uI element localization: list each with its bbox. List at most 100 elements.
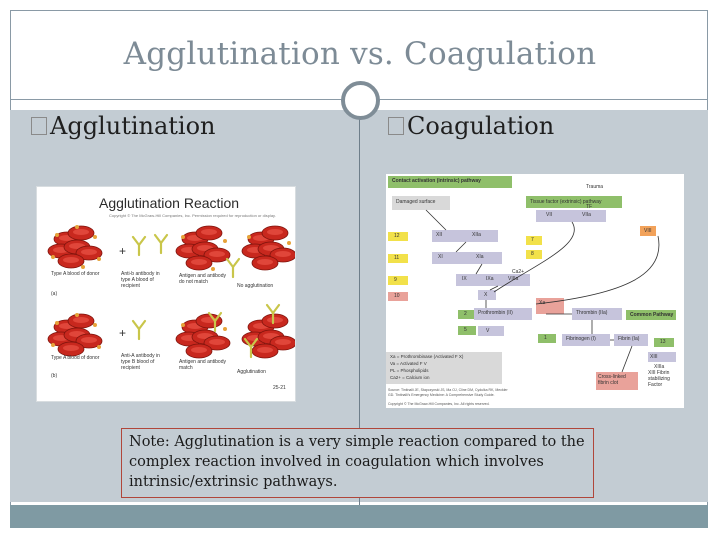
missing-glyph-bullet-icon — [388, 117, 404, 135]
figure-number: 25-21 — [273, 385, 286, 391]
factor-viia: VIIa — [582, 212, 591, 218]
source-citation: Source: Tintinalli JE, Stapczynski JS, M… — [388, 388, 508, 397]
row-b-cells-label: Type A blood of donor — [51, 355, 100, 361]
factor-x: X — [484, 292, 488, 298]
legend-box — [386, 352, 502, 384]
factor-13-box — [654, 338, 674, 347]
row-b-complex-label: Antigen and antibody match — [179, 359, 226, 371]
factor-xii: XII — [436, 232, 443, 238]
fibrinogen-label: Fibrinogen (I) — [566, 336, 596, 342]
factor-ca: Ca2+ — [512, 269, 525, 275]
xiii-stabilizing-label: XIII Fibrin stabilizing Factor — [648, 370, 670, 388]
row-a-result-label: No agglutination — [237, 283, 274, 289]
row-a-result-cells — [241, 225, 295, 271]
factor-tf: TF — [586, 204, 593, 210]
coagulation-cascade-figure: Contact activation (intrinsic) pathway T… — [386, 174, 684, 408]
row-a-cells-label: Type A blood of donor — [51, 271, 100, 277]
factor-xiii-box — [648, 352, 676, 362]
row-b-antibody-icon — [131, 319, 147, 341]
agglutination-figure-credit: Copyright © The McGraw-Hill Companies, I… — [109, 213, 276, 218]
factor-xa: Xa — [539, 300, 546, 306]
intrinsic-pathway-header-text: Contact activation (intrinsic) pathway — [392, 178, 481, 184]
row-b-antibody-label: Anti-A antibody in type B blood of recip… — [121, 353, 160, 371]
right-heading-text: Coagulation — [407, 112, 555, 140]
factor-8-box — [526, 250, 542, 259]
factor-2-box — [458, 310, 476, 319]
factor-7-label: 7 — [531, 237, 534, 243]
trauma-label: Trauma — [586, 184, 604, 190]
thrombin-box — [572, 308, 622, 320]
factor-13-label: 13 — [660, 339, 666, 345]
extrinsic-pathway-header — [526, 196, 622, 208]
row-b-result-label: Agglutination — [237, 369, 266, 375]
factor-xi: XI — [438, 254, 443, 260]
extrinsic-pathway-header-text: Tissue factor (extrinsic) pathway — [530, 199, 602, 205]
factor-ix: IX — [462, 276, 467, 282]
copyright: Copyright © The McGraw-Hill Companies, I… — [388, 402, 490, 406]
factor-v: V — [486, 328, 490, 334]
row-a-complex-label: Antigen and antibody do not match — [179, 273, 226, 285]
damaged-surface-text: Damaged surface — [396, 199, 436, 205]
prothrombin-label: Prothrombin (II) — [478, 310, 513, 316]
legend-line-1: Xa = Prothrombinase (Activated F X) — [390, 354, 464, 359]
factor-v-box — [478, 326, 504, 336]
factor-12-label: 12 — [394, 233, 400, 239]
factor-ixa: IXa — [486, 276, 494, 282]
factor-xiiia: XIIIa — [654, 364, 665, 370]
crosslinked-label: Cross-linked fibrin clot — [598, 374, 626, 386]
factor-12-box — [388, 232, 408, 241]
factor-5-label: 5 — [464, 327, 467, 333]
left-heading-text: Agglutination — [50, 112, 216, 140]
legend-line-2: Va = Activated F V — [390, 361, 427, 366]
factor-1-box — [538, 334, 556, 343]
prothrombin-box — [474, 308, 532, 320]
factor-xiia: XIIa — [472, 232, 481, 238]
factor-1-label: 1 — [544, 335, 547, 341]
factor-9-box — [388, 276, 408, 285]
factor-x-box — [478, 290, 496, 300]
factor-11-label: 11 — [394, 255, 400, 261]
center-divider — [359, 118, 360, 505]
factor-xii-box — [432, 230, 498, 242]
common-pathway-box — [626, 310, 676, 320]
factor-9-label: 9 — [394, 277, 397, 283]
factor-xi-box — [432, 252, 502, 264]
note-box: Note: Agglutination is a very simple rea… — [121, 428, 594, 498]
row-b-mixture-cells — [175, 311, 231, 359]
factor-11-box — [388, 254, 408, 263]
footer-bar — [10, 505, 708, 528]
agglutination-figure-title: Agglutination Reaction — [99, 195, 240, 211]
intrinsic-pathway-header — [388, 176, 512, 188]
fibrin-label: Fibrin (Ia) — [618, 336, 640, 342]
row-a-plus: + — [119, 244, 126, 258]
row-a-free-antibody-icon — [153, 233, 169, 255]
row-a-panel-label: (a) — [51, 291, 58, 297]
agglutination-diagram: + + — [47, 225, 295, 359]
factor-xiii: XIII — [650, 354, 658, 360]
fibrinogen-box — [562, 334, 610, 346]
left-heading: Agglutination — [31, 112, 216, 140]
row-b-result-cells — [241, 303, 295, 359]
factor-vii: VII — [546, 212, 553, 218]
factor-viii-box — [640, 226, 656, 236]
row-a-mixture-cells — [175, 225, 231, 271]
factor-viii: VIII — [644, 228, 652, 234]
factor-10-label: 10 — [394, 293, 400, 299]
crosslinked-box — [596, 372, 638, 390]
row-a-antibody-label: Anti-b antibody in type A blood of recip… — [121, 271, 160, 289]
row-a-donor-cells — [47, 225, 103, 269]
row-b-panel-label: (b) — [51, 373, 58, 379]
fibrin-box — [614, 334, 648, 346]
factor-8-label: 8 — [531, 251, 534, 257]
thrombin-label: Thrombin (IIa) — [576, 310, 608, 316]
slide-title: Agglutination vs. Coagulation — [123, 36, 597, 72]
missing-glyph-bullet-icon — [31, 117, 47, 135]
legend-line-4: Ca2+ = Calcium ion — [390, 375, 430, 380]
legend-line-3: PL = Phospholipids — [390, 368, 429, 373]
divider-circle-ornament — [341, 81, 380, 120]
row-b-donor-cells — [47, 313, 103, 357]
damaged-surface-box — [392, 196, 450, 210]
row-b-plus: + — [119, 326, 126, 340]
factor-viiia: VIIIa — [508, 276, 519, 282]
factor-2-label: 2 — [464, 311, 467, 317]
